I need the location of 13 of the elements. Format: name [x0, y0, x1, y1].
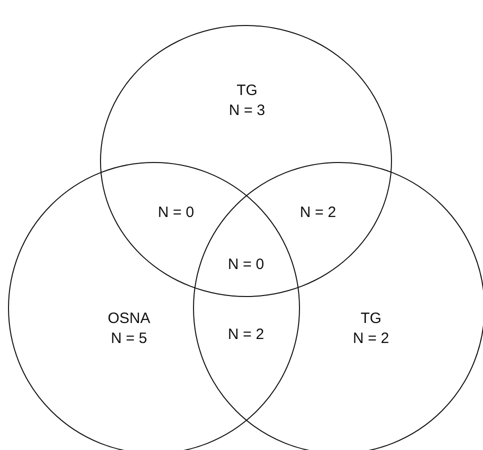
count-label: N = 3: [228, 101, 266, 121]
set-label: TG: [360, 309, 382, 329]
count-label: N = 2: [352, 329, 390, 349]
top-circle: [100, 25, 392, 297]
set-label: TG: [236, 81, 258, 101]
count-label: N = 5: [110, 329, 148, 349]
count-label: N = 0: [226, 255, 266, 275]
count-label: N = 2: [226, 325, 266, 345]
count-label: N = 0: [156, 203, 196, 223]
left-circle: [8, 162, 300, 450]
count-label: N = 2: [298, 203, 338, 223]
set-label: OSNA: [106, 309, 152, 329]
right-circle: [193, 162, 483, 450]
